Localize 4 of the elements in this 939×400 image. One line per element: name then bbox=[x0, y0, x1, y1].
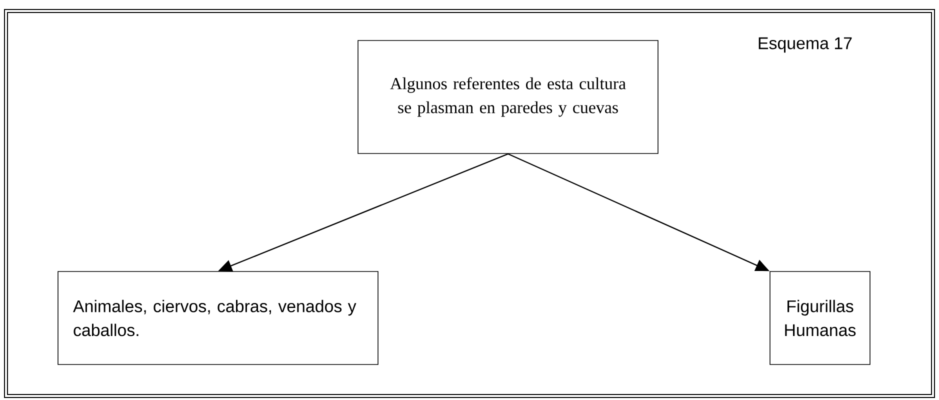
text-box: Animales, ciervos, cabras, venados y caballos. bbox=[58, 271, 378, 365]
diagram-label: Esquema 17 bbox=[758, 37, 852, 53]
text-box: Algunos referentes de esta cultura se plasman en paredes y cuevas bbox=[358, 40, 658, 154]
text-box: Figurillas Humanas bbox=[770, 271, 870, 365]
